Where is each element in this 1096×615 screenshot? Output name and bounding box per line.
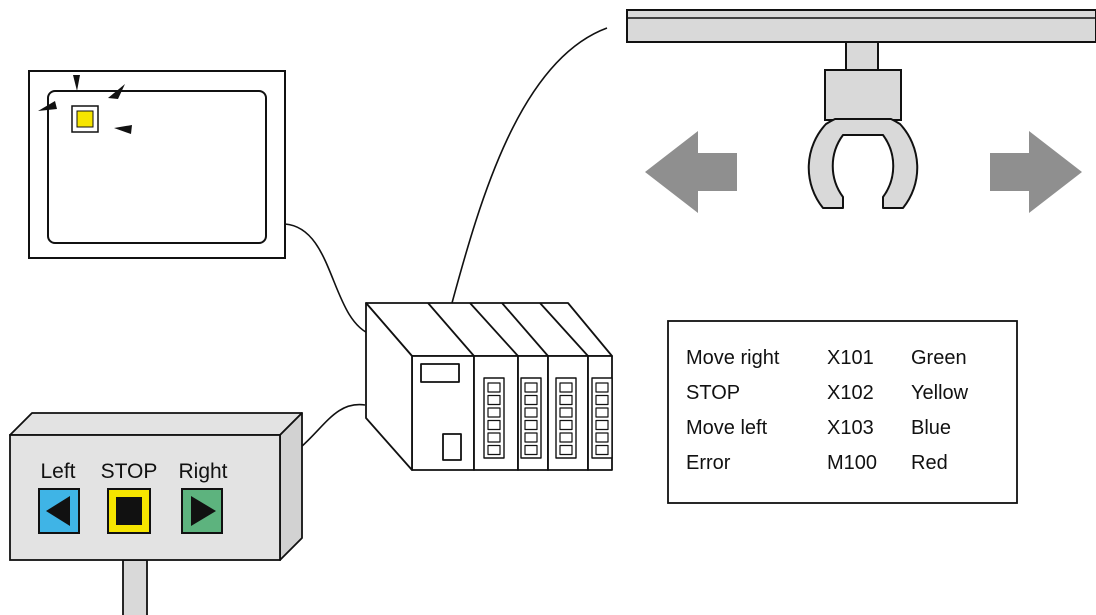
io-cell-color: Green [911, 347, 967, 369]
crane-connector [845, 41, 879, 71]
plc-divider [427, 302, 475, 357]
plc-cpu-port [442, 433, 462, 461]
move-right-arrow-icon [990, 131, 1082, 213]
panel-top [9, 412, 303, 436]
right-triangle-icon [191, 496, 216, 526]
io-cell-address: X102 [827, 382, 874, 404]
terminal-slot [595, 382, 609, 393]
io-cell-color: Red [911, 452, 948, 474]
blink-mark-icon [108, 84, 125, 99]
hmi-display [28, 70, 286, 259]
terminal-slot [524, 419, 538, 431]
terminal-slot [559, 444, 573, 456]
io-cell-color: Blue [911, 417, 951, 439]
terminal-slot [487, 432, 501, 443]
terminal-slot [524, 382, 538, 393]
button-label-stop: STOP [101, 460, 158, 483]
terminal-slot [559, 394, 573, 406]
control-panel: Left STOP Right [9, 412, 303, 615]
crane-gripper [807, 118, 919, 209]
terminal-slot [524, 394, 538, 406]
blink-mark-icon [73, 75, 80, 91]
crane-body [824, 69, 902, 121]
plc-divider [469, 302, 519, 357]
io-cell-signal: Move right [686, 347, 780, 369]
overhead-rail [626, 9, 1096, 43]
io-cell-address: M100 [827, 452, 877, 474]
plc-cpu-display [420, 363, 460, 383]
button-label-right: Right [178, 460, 227, 483]
stop-square-icon [116, 497, 142, 525]
terminal-slot [559, 407, 573, 418]
crane-assembly [626, 9, 1096, 213]
plc-unit [365, 302, 613, 471]
terminal-slot [595, 444, 609, 456]
terminal-slot [559, 419, 573, 431]
move-left-arrow-icon [645, 131, 737, 213]
left-triangle-icon [46, 496, 70, 526]
blink-mark-icon [114, 125, 132, 134]
blink-mark-icon [38, 101, 57, 111]
terminal-slot [524, 444, 538, 456]
panel-pole [122, 559, 148, 615]
terminal-slot [559, 432, 573, 443]
io-cell-signal: Error [686, 452, 731, 474]
io-cell-signal: STOP [686, 382, 740, 404]
terminal-slot [559, 382, 573, 393]
plc-divider [539, 302, 589, 357]
stop-button[interactable] [107, 488, 151, 534]
io-cell-address: X101 [827, 347, 874, 369]
io-table-frame [667, 320, 1018, 504]
plc-terminal-blocks [483, 377, 613, 459]
terminal-slot [487, 419, 501, 431]
cable-plc-to-crane [451, 27, 608, 304]
panel-side [279, 412, 303, 561]
lamp-indicator [76, 110, 94, 128]
left-button[interactable] [38, 488, 80, 534]
terminal-slot [524, 432, 538, 443]
terminal-slot [524, 407, 538, 418]
io-cell-color: Yellow [911, 382, 969, 404]
terminal-slot [487, 382, 501, 393]
terminal-slot [595, 394, 609, 406]
io-cell-signal: Move left [686, 417, 768, 439]
hmi-screen [47, 90, 267, 244]
terminal-slot [595, 432, 609, 443]
plc-side [365, 302, 413, 471]
terminal-slot [595, 419, 609, 431]
terminal-slot [487, 394, 501, 406]
button-label-left: Left [40, 460, 75, 483]
right-button[interactable] [181, 488, 223, 534]
terminal-slot [487, 407, 501, 418]
io-cell-address: X103 [827, 417, 874, 439]
cable-hmi-to-plc [284, 223, 373, 336]
terminal-slot [595, 407, 609, 418]
plc-divider [501, 302, 549, 357]
terminal-slot [487, 444, 501, 456]
